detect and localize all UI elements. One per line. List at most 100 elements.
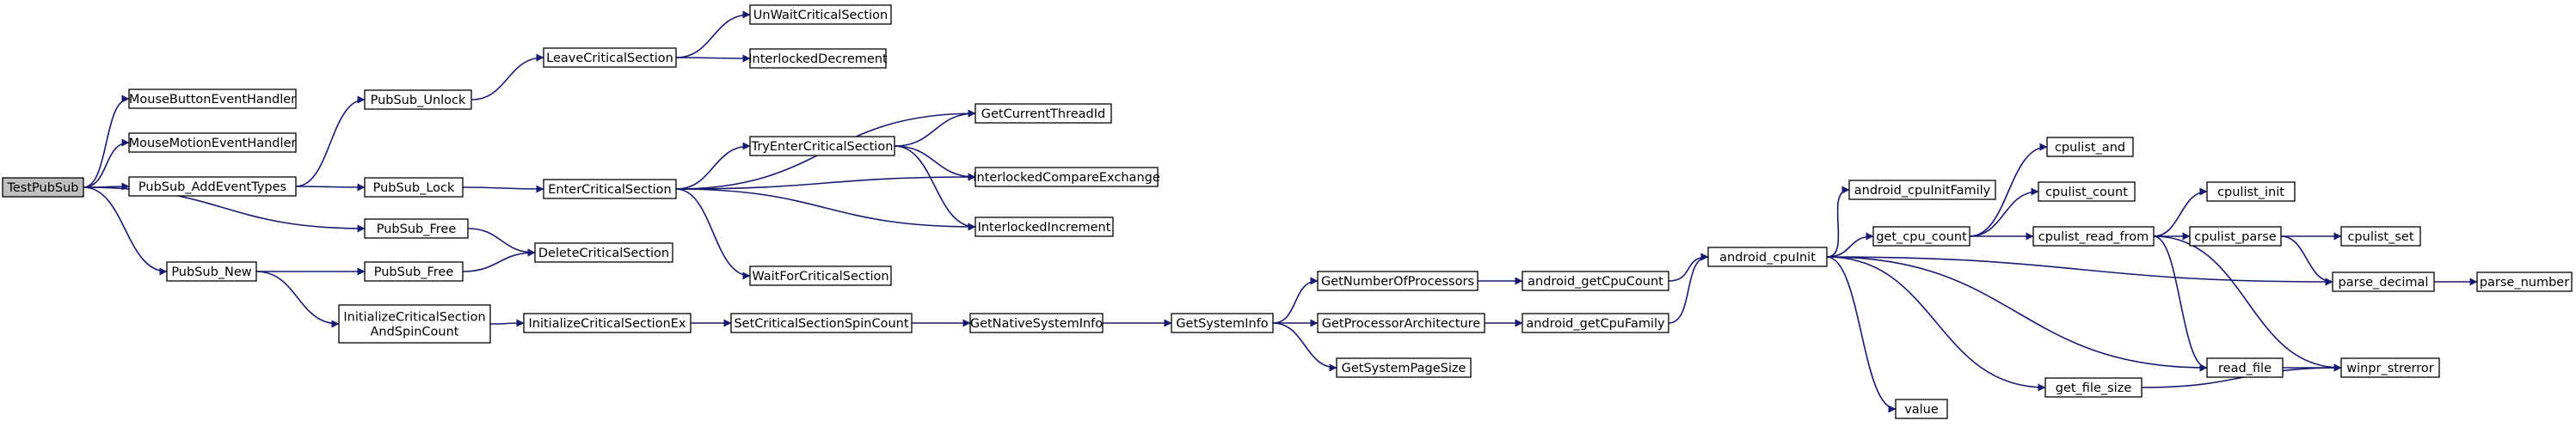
node-cpulist-read-from[interactable]: cpulist_read_from bbox=[2032, 226, 2155, 247]
node-box bbox=[1895, 399, 1948, 419]
node-box bbox=[364, 218, 469, 239]
node-get-file-size[interactable]: get_file_size bbox=[2044, 377, 2143, 398]
edge-arrow bbox=[1668, 253, 1709, 282]
node-android-cpuinitfamily[interactable]: android_cpuInitFamily bbox=[1848, 180, 1996, 200]
edge-leavecriticalsection-to-unwaitcriticalsection bbox=[675, 10, 751, 58]
node-label: SetCriticalSectionSpinCount bbox=[734, 317, 908, 331]
node-mousemotioneventhandler[interactable]: MouseMotionEventHandler bbox=[128, 132, 297, 153]
node-box bbox=[364, 89, 472, 110]
node-label: TestPubSub bbox=[6, 181, 78, 195]
node-label: GetSystemInfo bbox=[1176, 317, 1268, 331]
node-label: read_file bbox=[2218, 362, 2272, 375]
edge-pubsub-free1-to-deletecriticalsection bbox=[467, 228, 536, 257]
node-initializecriticalsectionex[interactable]: InitializeCriticalSectionEx bbox=[523, 313, 692, 333]
node-box bbox=[1848, 180, 1996, 200]
edge-getsysteminfo-to-getnumberofprocessors bbox=[1272, 277, 1319, 324]
node-tryentercriticalsection[interactable]: TryEnterCriticalSection bbox=[749, 136, 895, 156]
node-box bbox=[128, 88, 297, 109]
node-parse-number[interactable]: parse_number bbox=[2476, 271, 2573, 292]
node-getprocessorarchitecture[interactable]: GetProcessorArchitecture bbox=[1317, 313, 1485, 333]
edge-get-cpu-count-to-cpulist-count bbox=[1969, 187, 2039, 237]
edge-arrow bbox=[2153, 235, 2342, 372]
node-getsysteminfo[interactable]: GetSystemInfo bbox=[1171, 313, 1274, 333]
node-waitforcriticalsection[interactable]: WaitForCriticalSection bbox=[749, 265, 892, 286]
edge-arrow bbox=[467, 228, 536, 257]
node-setcriticalsectionspincount[interactable]: SetCriticalSectionSpinCount bbox=[730, 313, 913, 333]
node-label: cpulist_init bbox=[2217, 186, 2284, 199]
node-interlockedcompareexchange[interactable]: InterlockedCompareExchange bbox=[973, 167, 1160, 187]
node-getnumberofprocessors[interactable]: GetNumberOfProcessors bbox=[1317, 271, 1479, 291]
node-label: GetSystemPageSize bbox=[1342, 362, 1466, 375]
node-pubsub-lock[interactable]: PubSub_Lock bbox=[364, 177, 464, 198]
node-value[interactable]: value bbox=[1895, 399, 1948, 419]
node-label: InterlockedCompareExchange bbox=[973, 171, 1160, 185]
node-interlockedincrement[interactable]: InterlockedIncrement bbox=[974, 217, 1114, 237]
node-pubsub-free2[interactable]: PubSub_Free bbox=[364, 261, 464, 282]
node-get-cpu-count[interactable]: get_cpu_count bbox=[1872, 226, 1970, 247]
node-cpulist-init[interactable]: cpulist_init bbox=[2206, 181, 2296, 202]
node-pubsub-new[interactable]: PubSub_New bbox=[166, 261, 257, 282]
edge-arrow bbox=[1969, 143, 2048, 237]
node-android-cpuinit[interactable]: android_cpuInit bbox=[1707, 247, 1828, 267]
node-box bbox=[2044, 377, 2143, 398]
node-label: parse_number bbox=[2480, 276, 2569, 290]
node-label: PubSub_Lock bbox=[373, 181, 455, 195]
edge-arrow bbox=[675, 142, 751, 190]
edge-pubsub-addeventtypes-to-pubsub-unlock bbox=[295, 95, 366, 187]
node-android-getcpufamily[interactable]: android_getCpuFamily bbox=[1522, 313, 1669, 333]
node-box bbox=[2038, 181, 2136, 202]
node-mousebuttoneventhandler[interactable]: MouseButtonEventHandler bbox=[128, 88, 297, 109]
node-box bbox=[2340, 357, 2440, 378]
edge-pubsub-free2-to-deletecriticalsection bbox=[462, 248, 536, 272]
node-android-getcpucount[interactable]: android_getCpuCount bbox=[1522, 271, 1669, 291]
edge-tryentercriticalsection-to-interlockedincrement bbox=[894, 145, 976, 231]
edge-arrow bbox=[462, 185, 544, 193]
node-getcurrentthreadid[interactable]: GetCurrentThreadId bbox=[974, 103, 1112, 124]
edge-arrow bbox=[2153, 187, 2208, 237]
node-box bbox=[364, 261, 464, 282]
node-label: PubSub_New bbox=[171, 265, 251, 279]
node-label: LeaveCriticalSection bbox=[546, 52, 673, 65]
node-read-file[interactable]: read_file bbox=[2206, 357, 2284, 378]
node-label: AndSpinCount bbox=[370, 326, 458, 339]
node-deletecriticalsection[interactable]: DeleteCriticalSection bbox=[534, 242, 673, 263]
node-box bbox=[974, 103, 1112, 124]
node-label: MouseMotionEventHandler bbox=[129, 137, 297, 150]
node-pubsub-unlock[interactable]: PubSub_Unlock bbox=[364, 89, 472, 110]
node-box bbox=[749, 136, 895, 156]
node-box bbox=[1707, 247, 1828, 267]
node-cpulist-parse[interactable]: cpulist_parse bbox=[2189, 226, 2282, 247]
node-box bbox=[2189, 226, 2282, 247]
node-box bbox=[1336, 357, 1472, 378]
edge-initializecriticalsectionandspincount-to-initializecriticalsectionex bbox=[489, 319, 525, 327]
node-label: cpulist_and bbox=[2055, 141, 2125, 155]
node-getsystempagesize[interactable]: GetSystemPageSize bbox=[1336, 357, 1472, 378]
edge-android-cpuinit-to-value bbox=[1826, 256, 1897, 413]
node-label: cpulist_read_from bbox=[2038, 230, 2149, 244]
edges bbox=[83, 10, 2478, 413]
node-testpubsub[interactable]: TestPubSub bbox=[2, 177, 84, 198]
edge-arrow bbox=[1668, 253, 1709, 324]
edge-arrow bbox=[255, 271, 340, 328]
edge-pubsub-addeventtypes-to-pubsub-lock bbox=[295, 183, 366, 192]
node-winpr-strerror[interactable]: winpr_strerror bbox=[2340, 357, 2440, 378]
node-box bbox=[1872, 226, 1970, 247]
node-cpulist-count[interactable]: cpulist_count bbox=[2038, 181, 2136, 202]
node-cpulist-and[interactable]: cpulist_and bbox=[2046, 137, 2134, 157]
node-leavecriticalsection[interactable]: LeaveCriticalSection bbox=[543, 47, 677, 68]
edge-arrow bbox=[295, 95, 366, 187]
node-parse-decimal[interactable]: parse_decimal bbox=[2332, 271, 2435, 292]
node-box bbox=[2476, 271, 2573, 292]
node-entercriticalsection[interactable]: EnterCriticalSection bbox=[543, 179, 677, 199]
node-pubsub-addeventtypes[interactable]: PubSub_AddEventTypes bbox=[128, 176, 297, 197]
node-pubsub-free1[interactable]: PubSub_Free bbox=[364, 218, 469, 239]
node-getnativesysteminfo[interactable]: GetNativeSystemInfo bbox=[969, 313, 1104, 333]
edge-android-getcpufamily-to-android-cpuinit bbox=[1668, 253, 1709, 324]
node-label: EnterCriticalSection bbox=[548, 183, 672, 197]
edge-pubsub-lock-to-entercriticalsection bbox=[462, 185, 544, 193]
node-unwaitcriticalsection[interactable]: UnWaitCriticalSection bbox=[749, 4, 892, 25]
node-interlockeddecrement[interactable]: InterlockedDecrement bbox=[748, 48, 888, 69]
node-label: InitializeCriticalSection bbox=[343, 311, 485, 325]
node-cpulist-set[interactable]: cpulist_set bbox=[2340, 226, 2421, 247]
